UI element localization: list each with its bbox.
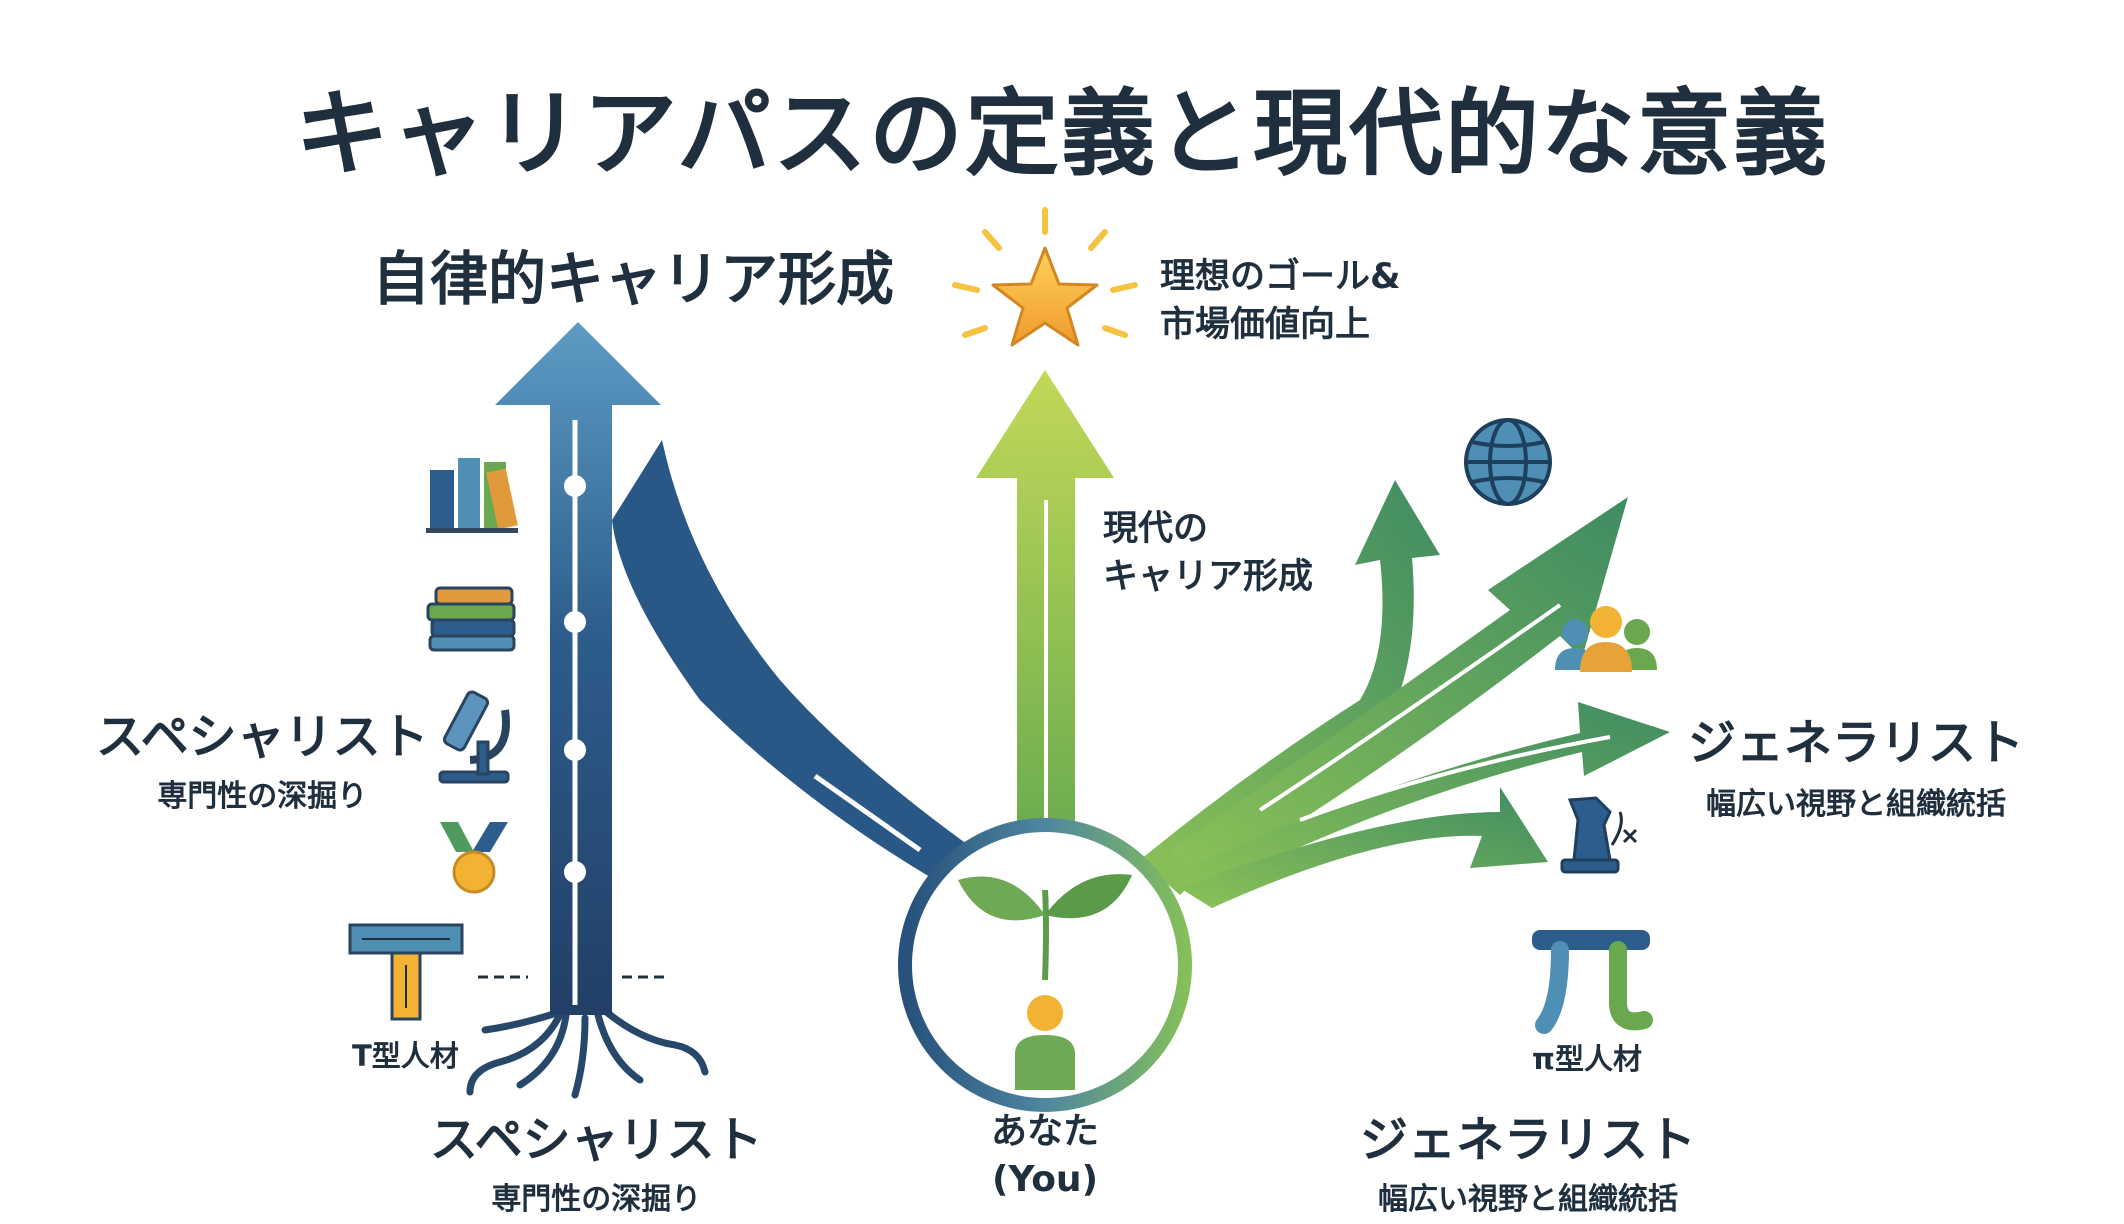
specialist-bottom-label: スペシャリスト 専門性の深掘り xyxy=(430,1100,763,1218)
modern-line-1: 現代の xyxy=(1103,509,1209,549)
generalist-bottom-label: ジェネラリスト 幅広い視野と組織統括 xyxy=(1360,1100,1696,1218)
t-type-label: T型人材 xyxy=(352,1039,459,1073)
generalist-right-desc: 幅広い視野と組織統括 xyxy=(1706,787,2006,822)
specialist-bottom-name: スペシャリスト xyxy=(430,1112,763,1168)
generalist-bottom-name: ジェネラリスト xyxy=(1360,1112,1697,1168)
t-shape-icon xyxy=(348,923,464,1021)
specialist-branch xyxy=(612,440,975,880)
microscope-icon xyxy=(438,690,510,784)
chess-knight-icon xyxy=(1560,796,1638,874)
people-icon xyxy=(1555,606,1657,672)
specialist-left-label: スペシャリスト 専門性の深掘り xyxy=(96,697,429,815)
goal-line-1: 理想のゴール& xyxy=(1160,257,1401,297)
specialist-left-name: スペシャリスト xyxy=(96,709,429,765)
medal-icon xyxy=(440,822,508,894)
pi-icon xyxy=(1532,930,1653,1034)
autonomous-career-label: 自律的キャリア形成 xyxy=(372,245,895,313)
specialist-left-desc: 専門性の深掘り xyxy=(157,779,368,814)
modern-career-label: 現代の キャリア形成 xyxy=(1103,505,1313,601)
modern-line-2: キャリア形成 xyxy=(1103,557,1314,597)
goal-label: 理想のゴール& 市場価値向上 xyxy=(1160,253,1401,349)
roots xyxy=(466,1006,709,1099)
specialist-arrow xyxy=(495,322,661,1015)
star-icon xyxy=(952,207,1138,347)
milestone-dots xyxy=(564,475,586,883)
sprout-icon xyxy=(958,874,1132,981)
generalist-bottom-desc: 幅広い視野と組織統括 xyxy=(1378,1182,1678,1217)
you-line-1: あなた xyxy=(990,1111,1099,1152)
books-icon xyxy=(426,458,518,533)
generalist-right-label: ジェネラリスト 幅広い視野と組織統括 xyxy=(1688,703,2024,823)
person-icon xyxy=(1015,995,1075,1090)
you-line-2: (You) xyxy=(991,1159,1099,1200)
page-title: キャリアパスの定義と現代的な意義 xyxy=(294,80,1830,189)
pi-type-label: π型人材 xyxy=(1532,1042,1642,1076)
globe-icon xyxy=(1464,418,1552,506)
specialist-bottom-desc: 専門性の深掘り xyxy=(491,1182,702,1217)
goal-line-2: 市場価値向上 xyxy=(1160,305,1371,345)
stacked-books-icon xyxy=(426,586,516,652)
generalist-right-name: ジェネラリスト xyxy=(1688,715,2025,771)
you-label: あなた (You) xyxy=(940,1108,1150,1204)
